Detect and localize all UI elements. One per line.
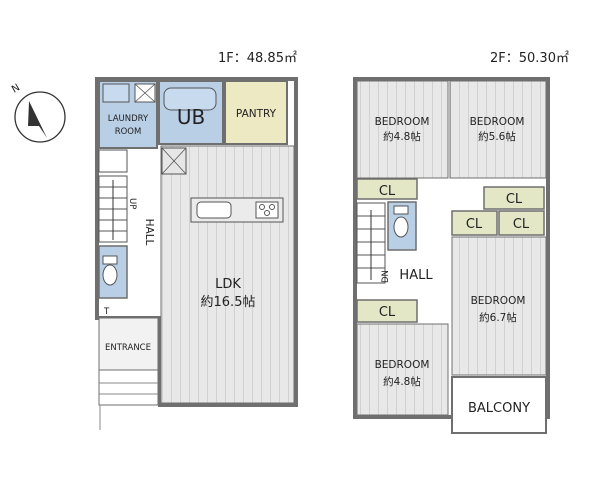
- closet-5-label: CL: [379, 305, 396, 320]
- closet-2: [483, 186, 545, 210]
- closet-4: [498, 210, 545, 236]
- balcony: [451, 376, 547, 434]
- compass: N: [10, 82, 66, 143]
- floor-1-title: 1F：48.85㎡: [218, 51, 297, 66]
- bedroom-sw-label: BEDROOM: [375, 359, 430, 371]
- bathtub-icon: [163, 87, 217, 111]
- floor-2-plan: BEDROOM 約4.8帖 BEDROOM 約5.6帖 CL DN HALL C…: [353, 77, 550, 434]
- north-arrow-icon: [28, 101, 47, 138]
- ldk-label: LDK: [215, 277, 241, 292]
- balcony-label: BALCONY: [468, 401, 530, 416]
- laundry-label-1: LAUNDRY: [108, 114, 149, 124]
- ub-label: UB: [177, 105, 205, 129]
- washbasin-icon: [102, 83, 130, 103]
- compass-ring: [14, 91, 66, 143]
- bedroom-e: [451, 236, 547, 376]
- entrance-label: ENTRANCE: [105, 343, 151, 353]
- floor-1-plan: LAUNDRY ROOM UB PANTRY LDK 約16.5帖 HALL: [95, 77, 298, 430]
- sink-icon: [196, 201, 232, 219]
- bedroom-sw-area: 約4.8帖: [383, 375, 421, 388]
- pantry-label: PANTRY: [236, 108, 277, 120]
- bedroom-e-area: 約6.7帖: [479, 311, 517, 324]
- bedroom-sw: [356, 323, 449, 416]
- hall-1f-label: HALL: [143, 219, 155, 246]
- stairs-1f: UP: [98, 175, 137, 243]
- closet-4-label: CL: [513, 217, 530, 232]
- ldk-area-label: 約16.5帖: [201, 295, 256, 310]
- closet-3: [451, 210, 498, 236]
- pantry: [224, 80, 288, 145]
- floor-2-title: 2F：50.30㎡: [490, 51, 569, 66]
- closet-5: [356, 299, 418, 323]
- bedroom-ne: [449, 80, 547, 179]
- bedroom-ne-area: 約5.6帖: [478, 130, 516, 143]
- hall-2f-label: HALL: [399, 268, 433, 283]
- compass-north-label: N: [10, 82, 22, 95]
- closet-3-label: CL: [466, 217, 483, 232]
- ldk-room: [160, 145, 295, 404]
- closet-1: [356, 178, 418, 200]
- cabinet-icon: [98, 149, 128, 173]
- bedroom-nw-area: 約4.8帖: [383, 130, 421, 143]
- laundry-label-2: ROOM: [115, 127, 142, 137]
- toilet-icon: [102, 264, 118, 286]
- stairs-2f: DN: [356, 202, 391, 284]
- bedroom-ne-label: BEDROOM: [470, 116, 525, 128]
- stairs-dn-label: DN: [381, 270, 391, 283]
- toilet-icon: [393, 216, 409, 238]
- t-label: T: [103, 307, 110, 317]
- closet-2-label: CL: [506, 192, 523, 207]
- entrance-steps: [98, 369, 159, 406]
- bedroom-e-label: BEDROOM: [471, 295, 526, 307]
- bedroom-nw-label: BEDROOM: [375, 116, 430, 128]
- bedroom-nw: [356, 80, 449, 179]
- closet-1-label: CL: [379, 184, 396, 199]
- stairs-up-label: UP: [127, 198, 137, 209]
